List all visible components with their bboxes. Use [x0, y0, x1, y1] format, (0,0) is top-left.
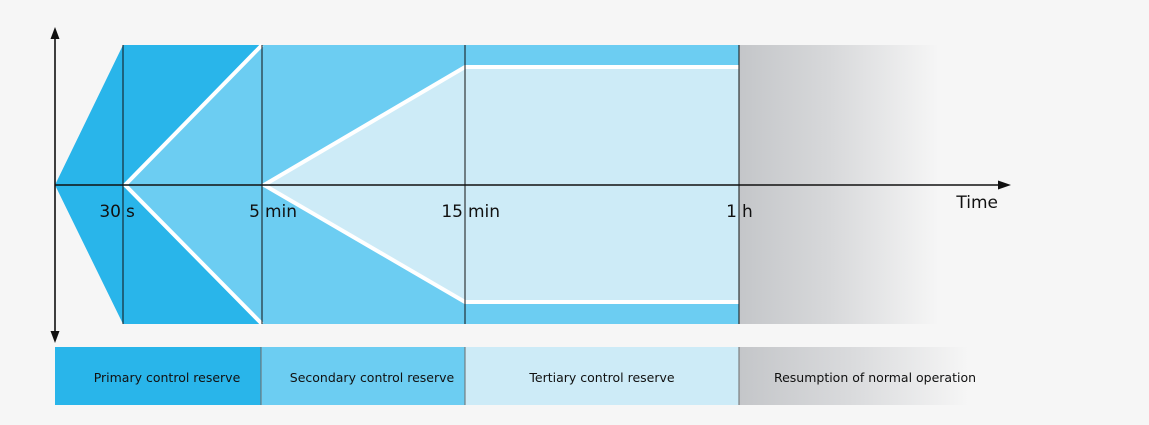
vertical-axis-arrow-down [50, 331, 60, 343]
time-axis-title: Time [955, 193, 998, 213]
tick-5min-num: 5 [249, 202, 260, 222]
band-label-tertiary: Tertiary control reserve [528, 370, 674, 385]
band-normal-operation [739, 347, 969, 405]
tick-15min-num: 15 [441, 202, 463, 222]
vertical-axis-arrow-up [50, 27, 60, 39]
band-label-primary: Primary control reserve [94, 370, 241, 385]
band-secondary [261, 347, 465, 405]
band-label-secondary: Secondary control reserve [290, 370, 455, 385]
primary-region [55, 45, 262, 324]
tick-30s-num: 30 [99, 202, 121, 222]
band-tertiary [465, 347, 739, 405]
tick-1h-num: 1 [726, 202, 737, 222]
tick-1h-unit: h [742, 202, 753, 222]
tick-15min-unit: min [468, 202, 500, 222]
band-primary [55, 347, 261, 405]
time-axis-arrow [998, 180, 1011, 190]
band-label-normal-operation: Resumption of normal operation [774, 370, 976, 385]
tick-5min-unit: min [265, 202, 297, 222]
tick-30s-unit: s [126, 202, 135, 222]
